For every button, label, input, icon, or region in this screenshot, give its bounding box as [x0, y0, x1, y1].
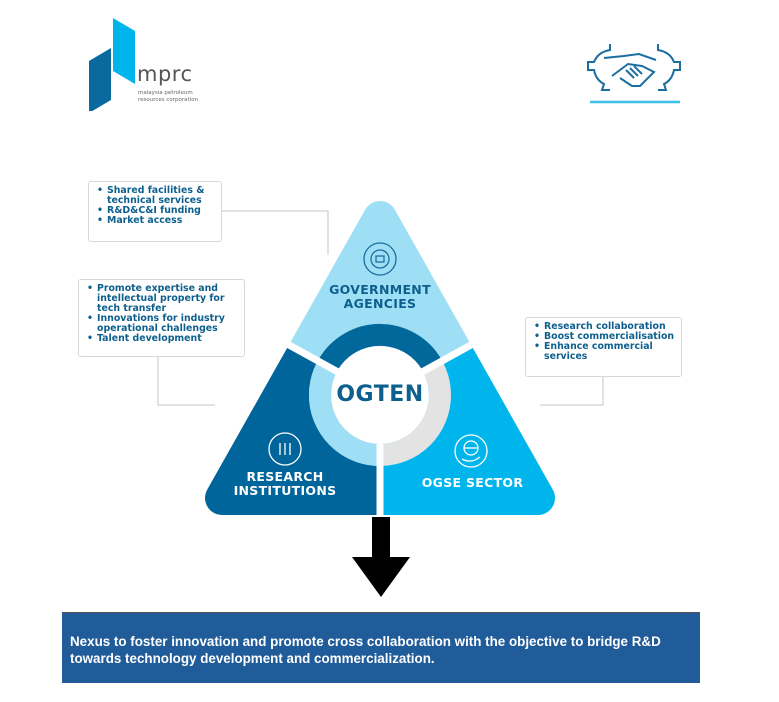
benefit-item: Research collaboration — [534, 322, 675, 333]
benefit-item: R&D&C&I funding — [97, 206, 215, 217]
ogse-globe-hand-icon — [454, 434, 488, 468]
benefit-item: Innovations for industry operational cha… — [87, 314, 238, 334]
benefit-item: Promote expertise and intellectual prope… — [87, 284, 238, 314]
government-segment — [250, 100, 510, 395]
divider — [420, 336, 482, 376]
government-benefits-box: Shared facilities & technical services R… — [88, 181, 222, 242]
ogse-benefits-box: Research collaboration Boost commerciali… — [525, 317, 682, 377]
mprc-logo: mprc malaysia petroleum resources corpor… — [86, 16, 216, 113]
mprc-logo-mark — [89, 18, 135, 113]
handshake-gear-icon — [584, 40, 684, 106]
benefit-item: Boost commercialisation — [534, 332, 675, 343]
ogten-center-label: OGTEN — [336, 382, 424, 407]
summary-banner: Nexus to foster innovation and promote c… — [62, 612, 700, 683]
research-label-line1: RESEARCH — [246, 469, 324, 484]
benefit-item: Shared facilities & technical services — [97, 186, 215, 206]
ring-top — [318, 323, 442, 371]
research-people-icon — [268, 432, 302, 466]
logo-subtitle-1: malaysia petroleum — [138, 90, 193, 96]
down-arrow-icon — [352, 517, 410, 597]
logo-subtitle-2: resources corporation — [138, 97, 199, 103]
research-institutions-label: RESEARCH INSTITUTIONS — [210, 470, 360, 498]
gov-label-line1: GOVERNMENT — [329, 282, 431, 297]
research-benefits-box: Promote expertise and intellectual prope… — [78, 279, 245, 357]
ring-left — [308, 359, 381, 466]
divider — [278, 336, 340, 376]
government-network-icon — [363, 242, 397, 276]
benefit-item: Market access — [97, 216, 215, 227]
benefit-item: Talent development — [87, 334, 238, 345]
logo-wordmark: mprc — [137, 62, 193, 86]
government-agencies-label: GOVERNMENT AGENCIES — [300, 283, 460, 311]
center-circle — [331, 346, 429, 444]
benefit-item: Enhance commercial services — [534, 342, 675, 362]
gov-label-line2: AGENCIES — [343, 296, 417, 311]
ogse-sector-label: OGSE SECTOR — [421, 475, 524, 490]
research-label-line2: INSTITUTIONS — [233, 483, 337, 498]
